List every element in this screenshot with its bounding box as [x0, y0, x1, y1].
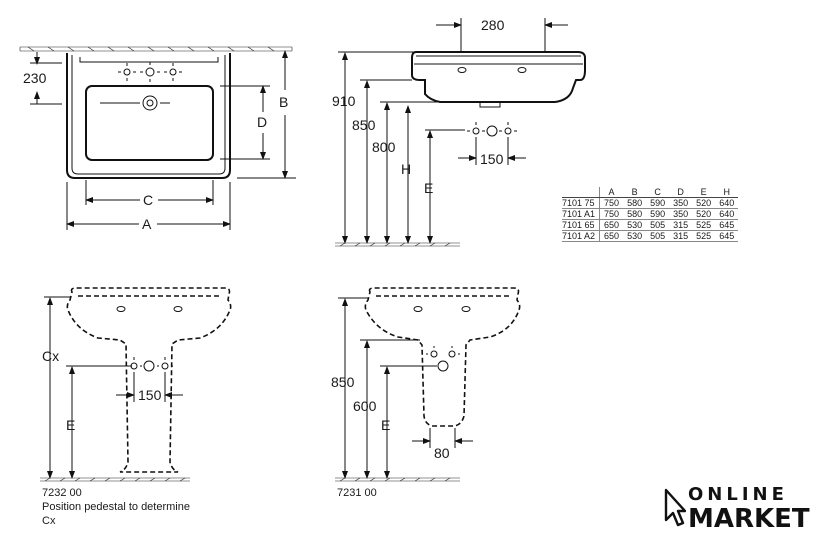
table-cell: 7101 65	[562, 219, 601, 231]
dim-E-semi: E	[381, 417, 390, 433]
cursor-icon	[664, 488, 686, 527]
dim-850: 850	[352, 117, 376, 133]
table-header: D	[669, 187, 693, 198]
table-cell: 650	[599, 219, 624, 231]
table-cell: 530	[623, 230, 647, 242]
table-cell: 7101 A1	[562, 208, 601, 220]
table-row: 7101 A1 750 580 590 350 520 640	[562, 208, 739, 220]
table-cell: 520	[692, 208, 716, 220]
dim-A: A	[142, 216, 152, 232]
table-cell: 650	[599, 230, 624, 242]
dim-Cx: Cx	[42, 348, 59, 364]
side-view: 280 910 850 800 H E	[332, 17, 586, 247]
table-cell: 580	[623, 208, 647, 220]
table-header	[562, 187, 601, 198]
table-cell: 645	[715, 230, 739, 242]
tap-hole-left	[118, 63, 136, 81]
table-cell: 7101 75	[562, 197, 601, 209]
dim-800: 800	[372, 139, 396, 155]
semi-pedestal-view: 850 600 E 80 7231 00	[331, 287, 521, 499]
tap-hole-center	[140, 62, 160, 82]
dim-D: D	[257, 114, 267, 130]
table-cell: 640	[715, 208, 739, 220]
table-cell: 315	[669, 230, 693, 242]
table-row: 7101 A2 650 530 505 315 525 645	[562, 230, 739, 242]
pedestal-note-line2: Cx	[42, 515, 56, 527]
pedestal-note-line1: Position pedestal to determine	[42, 501, 190, 513]
table-cell: 530	[623, 219, 647, 231]
dim-600: 600	[353, 398, 377, 414]
dim-E-side: E	[424, 180, 433, 196]
tap-hole-right	[164, 63, 182, 81]
wall-connection-icon	[467, 122, 517, 140]
table-header: B	[623, 187, 647, 198]
table-cell: 750	[599, 197, 624, 209]
semi-pedestal-model-number: 7231 00	[337, 487, 377, 499]
dim-850-semi: 850	[331, 374, 355, 390]
dim-280: 280	[481, 17, 505, 33]
table-cell: 590	[646, 197, 670, 209]
table-cell: 350	[669, 197, 693, 209]
table-cell: 645	[715, 219, 739, 231]
table-header-row: A B C D E H	[562, 187, 739, 198]
table-cell: 525	[692, 219, 716, 231]
dim-910: 910	[332, 93, 356, 109]
table-cell: 350	[669, 208, 693, 220]
table-header: E	[692, 187, 716, 198]
table-cell: 640	[715, 197, 739, 209]
logo-line2: MARKET	[688, 504, 810, 534]
table-row: 7101 65 650 530 505 315 525 645	[562, 219, 739, 231]
pedestal-view: Cx E 150 7232 00 Position pedestal to de…	[40, 287, 232, 527]
table-cell: 505	[646, 219, 670, 231]
dim-150-side: 150	[480, 151, 504, 167]
dim-E-pedestal: E	[66, 417, 75, 433]
table-cell: 7101 A2	[562, 230, 601, 242]
logo-line1: ONLINE	[688, 484, 788, 505]
dim-H: H	[401, 161, 411, 177]
dim-230: 230	[23, 70, 47, 86]
online-market-logo: ONLINE MARKET	[664, 484, 810, 534]
dim-C: C	[143, 192, 153, 208]
table-cell: 520	[692, 197, 716, 209]
dim-80: 80	[434, 445, 450, 461]
dim-B: B	[279, 94, 288, 110]
table-cell: 580	[623, 197, 647, 209]
table-header: A	[599, 187, 624, 198]
table-cell: 315	[669, 219, 693, 231]
pedestal-connection-icon	[126, 357, 173, 375]
table-header: C	[646, 187, 670, 198]
pedestal-model-number: 7232 00	[42, 487, 82, 499]
dimension-table: A B C D E H 7101 75 750 580 590 350 520 …	[562, 187, 739, 242]
table-cell: 525	[692, 230, 716, 242]
drain-icon	[100, 95, 170, 111]
semi-pedestal-connection-icon	[426, 346, 460, 372]
dim-150-pedestal: 150	[138, 387, 162, 403]
table-header: H	[715, 187, 739, 198]
table-cell: 750	[599, 208, 624, 220]
top-view: 230 B D C A	[19, 46, 296, 232]
table-cell: 590	[646, 208, 670, 220]
table-row: 7101 75 750 580 590 350 520 640	[562, 197, 739, 209]
table-cell: 505	[646, 230, 670, 242]
